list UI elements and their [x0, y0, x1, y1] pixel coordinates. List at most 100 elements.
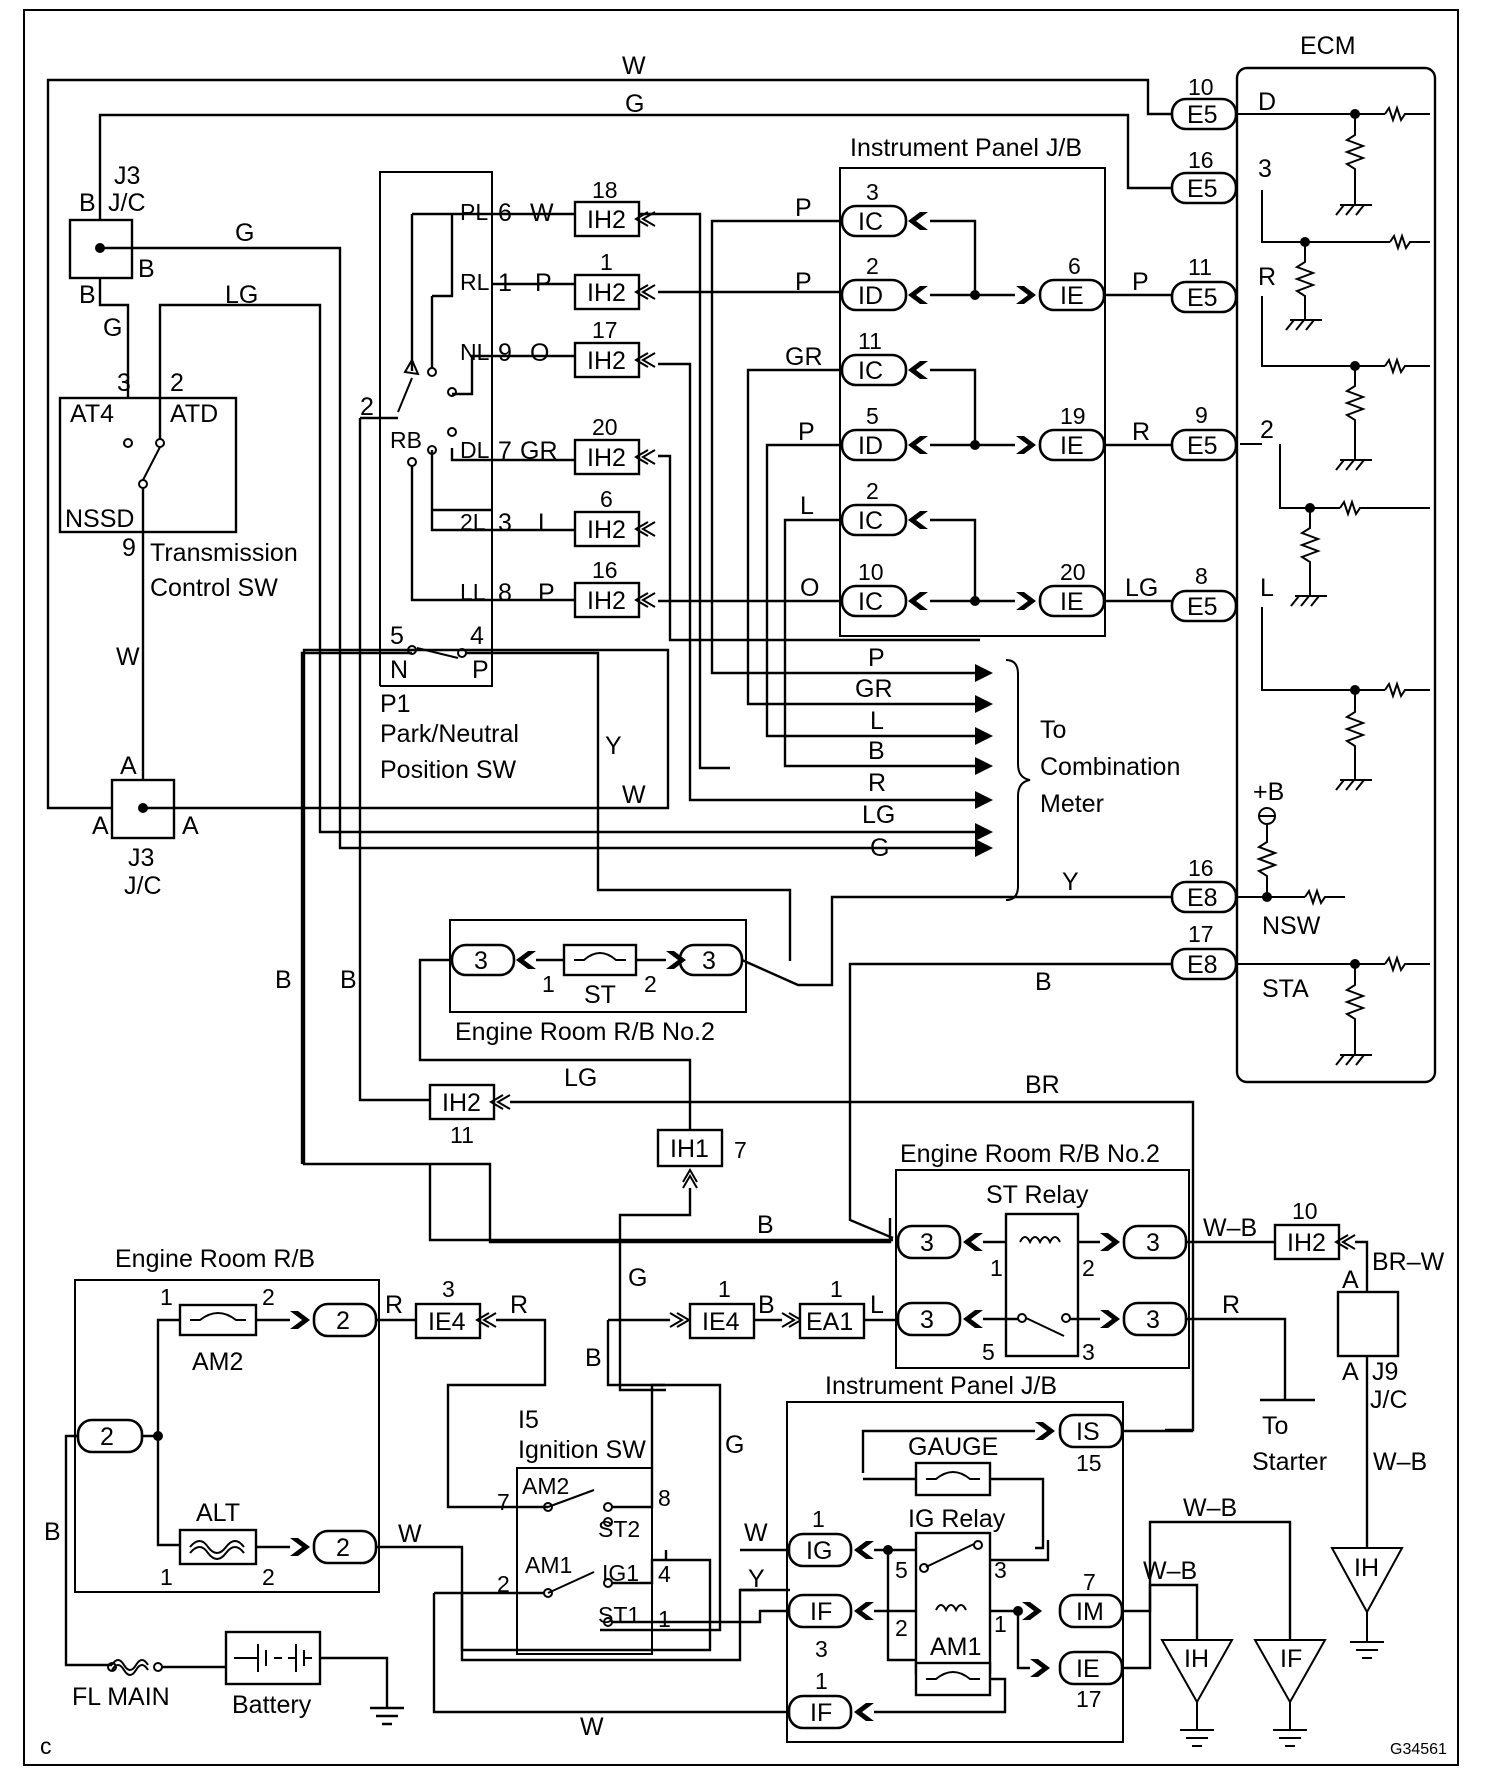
ip-jb-bottom: Instrument Panel J/B IS 15 GAUGE IG Rela… [652, 1372, 1327, 1747]
outer-frame [23, 9, 1459, 1766]
ih1-pin: 7 [734, 1137, 747, 1163]
if-3-pin: 3 [815, 1636, 828, 1662]
i5-label: I5 [518, 1406, 539, 1434]
igr-pin5: 5 [895, 1557, 908, 1583]
j9-a1: A [1342, 1266, 1359, 1294]
at4-label: AT4 [70, 400, 114, 428]
ih2-20-pin: 20 [592, 414, 618, 440]
is-15: IS [1076, 1418, 1100, 1446]
j3-jc-top: J3 J/C B B B G G [68, 162, 980, 850]
im-7-pin: 7 [1083, 1569, 1096, 1595]
e8-16: E8 [1187, 884, 1218, 912]
e5-16-pin: 16 [1188, 147, 1214, 173]
pnsw-label2: Position SW [380, 756, 517, 784]
cm-p: P [868, 644, 885, 672]
ign-pin7: 7 [497, 1489, 510, 1515]
ih2-18: IH2 [587, 206, 626, 234]
ie4-3: IE4 [428, 1308, 466, 1336]
wire-w-bot: W [580, 1713, 604, 1741]
er-rb2-top-label: Engine Room R/B No.2 [455, 1018, 715, 1046]
id-2-pin: 2 [866, 253, 879, 279]
j9-a2: A [1342, 1358, 1359, 1386]
er-rb-2b: 2 [336, 1307, 350, 1335]
ih2-11-label: IH2 [442, 1089, 481, 1117]
ea1-1: EA1 [806, 1308, 853, 1336]
corner-label: c [40, 1733, 52, 1759]
pnsw-pin2: 2 [360, 393, 374, 421]
wire-w-p1: W [622, 781, 646, 809]
is-15-pin: 15 [1076, 1450, 1102, 1476]
ie-6-pin: 6 [1068, 253, 1081, 279]
ih1-label: IH1 [670, 1135, 709, 1163]
to-starter2: Starter [1252, 1448, 1327, 1476]
if-3: IF [810, 1598, 832, 1626]
dl-pin: 7 [498, 437, 512, 465]
ih2-16: IH2 [587, 587, 626, 615]
if-1-pin: 1 [815, 1668, 828, 1694]
wire-b-bot: B [44, 1518, 61, 1546]
ie-6: IE [1060, 282, 1084, 310]
wire-w-top: W [622, 52, 646, 80]
park-neutral-sw: PL RL NL RB DL 2L LL 2 5 4 N P P1 Park/N… [300, 171, 792, 1164]
ip-jb-bot-label: Instrument Panel J/B [825, 1372, 1057, 1400]
j9-label: J9 [1372, 1358, 1398, 1386]
str-3b: 3 [1146, 1229, 1160, 1257]
ie4-ea1: R IE4 3 R IE4 1 B EA1 1 L G B G [376, 1264, 898, 1632]
e5-10-pin: 10 [1188, 74, 1214, 100]
wire-r-ie19: R [1132, 418, 1150, 446]
wire-g-ign: G [628, 1264, 647, 1292]
ecm-connectors: E5 10 E5 16 E5 11 E5 9 E5 8 E8 16 E8 17 [1170, 74, 1238, 981]
ih2-16-pin: 16 [592, 557, 618, 583]
str-pin2: 2 [1082, 1255, 1095, 1281]
st-label: ST [584, 981, 616, 1009]
ih2-10-label: IH2 [1287, 1229, 1326, 1257]
dl-label: DL [460, 437, 490, 463]
j3-top-jc: J/C [108, 189, 146, 217]
ig-1: IG [806, 1537, 832, 1565]
wire-b-left2: B [340, 966, 357, 994]
st-pin2: 2 [644, 971, 657, 997]
str-3a: 3 [920, 1229, 934, 1257]
p-pin: 4 [470, 622, 484, 650]
ic-11: IC [858, 357, 883, 385]
wire-br: BR [1025, 1071, 1060, 1099]
p1-label: P1 [380, 690, 411, 718]
twol-pin: 3 [498, 509, 512, 537]
st-pin1: 1 [542, 971, 555, 997]
n-pin: 5 [390, 622, 404, 650]
atd-pin: 2 [170, 369, 184, 397]
wire-o-ic10: O [800, 574, 819, 602]
alt-pin1: 1 [160, 1564, 173, 1590]
str-pin3: 3 [1082, 1339, 1095, 1365]
ign-sw-label: Ignition SW [518, 1436, 646, 1464]
ie4-3-pin: 3 [442, 1276, 455, 1302]
ecm-pin-sta: STA [1262, 975, 1309, 1003]
wire-w-left: W [116, 643, 140, 671]
cm-lg: LG [862, 801, 895, 829]
figure-code: G34561 [1390, 1741, 1447, 1758]
battery-label: Battery [232, 1691, 312, 1719]
j3-top-b3: B [79, 281, 96, 309]
wire-b-ign: B [585, 1344, 602, 1372]
wire-lg-ie20: LG [1125, 574, 1158, 602]
ip-jb-top: Instrument Panel J/B IC 3 ID 2 IC 11 ID … [839, 134, 1172, 637]
ecm-pin-nsw: NSW [1262, 912, 1321, 940]
ih2-18-pin: 18 [592, 177, 618, 203]
ignition-sw: I5 Ignition SW AM2 ST2 AM1 IG1 ST1 7 8 2… [376, 1383, 790, 1741]
wire-wb-strelay: W–B [1203, 1214, 1257, 1242]
wire-r-ie4b: R [510, 1291, 528, 1319]
tcsw-label: Transmission [150, 539, 298, 567]
to-starter1: To [1262, 1412, 1288, 1440]
wire-y-e8: Y [1062, 868, 1079, 896]
ic-10-pin: 10 [858, 559, 884, 585]
wire-b-strelay: B [757, 1211, 774, 1239]
wire-g-top: G [625, 90, 644, 118]
ic-10: IC [858, 588, 883, 616]
wire-r-ie4: R [385, 1291, 403, 1319]
wire-p-id2: P [795, 268, 812, 296]
j9-jc-label: J/C [1370, 1386, 1408, 1414]
wire-y-if: Y [748, 1565, 765, 1593]
am2-fuse-label: AM2 [192, 1348, 243, 1376]
j3-bot-label: J3 [128, 844, 154, 872]
st-relay-label: ST Relay [986, 1181, 1089, 1209]
